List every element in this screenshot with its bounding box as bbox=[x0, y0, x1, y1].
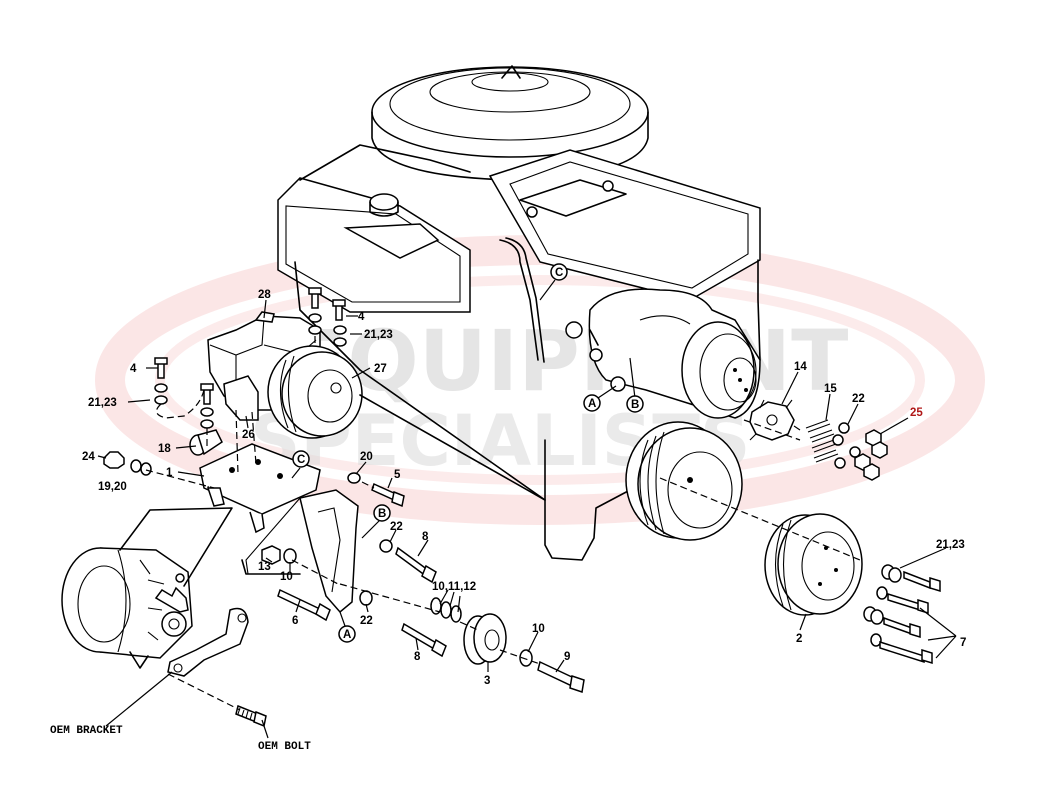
callout-22-low: 22 bbox=[360, 615, 373, 627]
part-7-bolts bbox=[863, 564, 941, 665]
callout-5: 5 bbox=[394, 469, 401, 481]
compressor-assembly bbox=[207, 311, 363, 439]
callout-1: 1 bbox=[166, 467, 173, 479]
bolts-washers bbox=[103, 451, 447, 658]
callout-28: 28 bbox=[258, 289, 271, 301]
callout-3: 3 bbox=[484, 675, 490, 687]
callout-4-top: 4 bbox=[358, 311, 365, 323]
oem-bracket-part bbox=[167, 607, 249, 677]
callout-22-mid: 22 bbox=[390, 521, 403, 533]
oem-bracket-label: OEM BRACKET bbox=[50, 725, 123, 737]
compressor-hardware bbox=[154, 287, 347, 429]
circled-C-bracket: C bbox=[297, 454, 305, 466]
callout-25: 25 bbox=[910, 407, 923, 419]
callout-21-23-top: 21,23 bbox=[364, 329, 393, 341]
callout-13: 13 bbox=[258, 561, 271, 573]
callout-10-left: 10 bbox=[280, 571, 293, 583]
callout-21-23-right: 21,23 bbox=[936, 539, 965, 551]
circled-A-bracket: A bbox=[343, 629, 351, 641]
hardware-15-22-25 bbox=[805, 419, 888, 481]
alternator bbox=[61, 507, 233, 669]
callout-8-lower: 8 bbox=[414, 651, 421, 663]
callout-labels: 28 4 21,23 4 21,23 27 26 18 24 19,20 1 2… bbox=[82, 289, 966, 687]
adjust-bracket bbox=[241, 489, 359, 614]
callout-19-20: 19,20 bbox=[98, 481, 127, 493]
oem-bolt-label: OEM BOLT bbox=[258, 741, 311, 753]
callout-15: 15 bbox=[824, 383, 837, 395]
callout-10-right: 10 bbox=[532, 623, 545, 635]
callout-14: 14 bbox=[794, 361, 807, 373]
callout-8-upper: 8 bbox=[422, 531, 429, 543]
idler-pulley-3 bbox=[430, 597, 585, 693]
crankshaft-pulley bbox=[625, 421, 743, 541]
callout-6: 6 bbox=[292, 615, 298, 627]
callout-4-left: 4 bbox=[130, 363, 137, 375]
circled-references: C A B C B A bbox=[292, 263, 644, 643]
callout-22-right: 22 bbox=[852, 393, 865, 405]
callout-20: 20 bbox=[360, 451, 373, 463]
callout-24: 24 bbox=[82, 451, 95, 463]
callout-9: 9 bbox=[564, 651, 570, 663]
circled-A-top: A bbox=[588, 398, 596, 410]
oem-bolt-part bbox=[235, 704, 267, 728]
callout-2: 2 bbox=[796, 633, 802, 645]
engine-block bbox=[277, 65, 761, 561]
bracket-1 bbox=[189, 429, 321, 534]
callout-21-23-left: 21,23 bbox=[88, 397, 117, 409]
callout-7: 7 bbox=[960, 637, 966, 649]
callout-10-11-12: 10,11,12 bbox=[432, 581, 476, 593]
leader-lines bbox=[97, 279, 957, 739]
circled-B-bracket: B bbox=[378, 508, 386, 520]
part-14-spacer bbox=[749, 399, 801, 441]
circled-C-top: C bbox=[555, 267, 563, 279]
callout-27: 27 bbox=[374, 363, 387, 375]
circled-B-top: B bbox=[631, 399, 639, 411]
callout-18: 18 bbox=[158, 443, 171, 455]
assembly-lines bbox=[145, 329, 861, 711]
part-2-pulley bbox=[764, 513, 863, 616]
callout-26: 26 bbox=[242, 429, 255, 441]
